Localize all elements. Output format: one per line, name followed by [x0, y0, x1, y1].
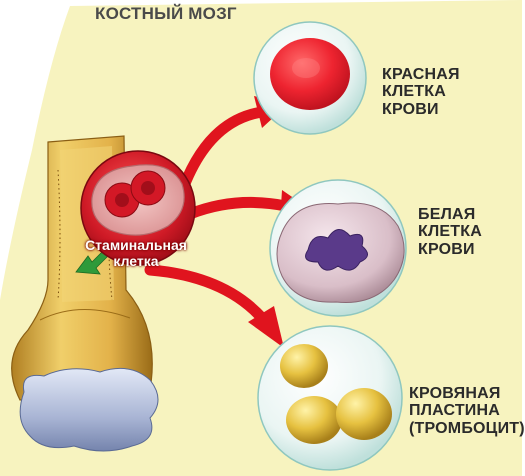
white-cell-label-line-3: КРОВИ: [418, 240, 475, 258]
platelet-label-line-1: КРОВЯНАЯ: [409, 385, 501, 402]
stem-cell-label-line-2: клетка: [113, 252, 159, 269]
stem-cell: [80, 150, 196, 266]
red-blood-cell-illustration: [253, 21, 367, 135]
arrow-to-white-cell: [184, 196, 292, 220]
arrow-to-red-cell: [178, 106, 268, 192]
red-cell-label: КРАСНАЯ КЛЕТКА КРОВИ: [382, 66, 525, 118]
platelet-label-line-3: (ТРОМБОЦИТ): [409, 419, 525, 437]
white-cell-label-line-2: КЛЕТКА: [418, 223, 482, 241]
white-cell-label: БЕЛАЯ КЛЕТКА КРОВИ: [418, 206, 482, 258]
diagram-title: КОСТНЫЙ МОЗГ: [95, 4, 237, 23]
nucleus: [305, 229, 368, 271]
stem-cell-label: Стаминальная клетка: [80, 237, 192, 269]
platelet-label-line-2: ПЛАСТИНА: [409, 402, 501, 420]
arrow-to-platelet: [144, 264, 268, 324]
platelet-label: КРОВЯНАЯ ПЛАСТИНА (ТРОМБОЦИТ): [409, 385, 525, 437]
white-cell-label-line-1: БЕЛАЯ: [418, 206, 476, 223]
platelet-illustration: [257, 325, 403, 471]
stem-cell-label-line-1: Стаминальная: [85, 237, 187, 253]
red-cell-label-line-1: КРАСНАЯ КЛЕТКА: [382, 66, 460, 101]
white-blood-cell-illustration: [269, 179, 407, 317]
arrow-head-platelet: [248, 306, 284, 348]
red-cell-label-line-2: КРОВИ: [382, 100, 439, 118]
joint-cartilage: [19, 367, 159, 452]
